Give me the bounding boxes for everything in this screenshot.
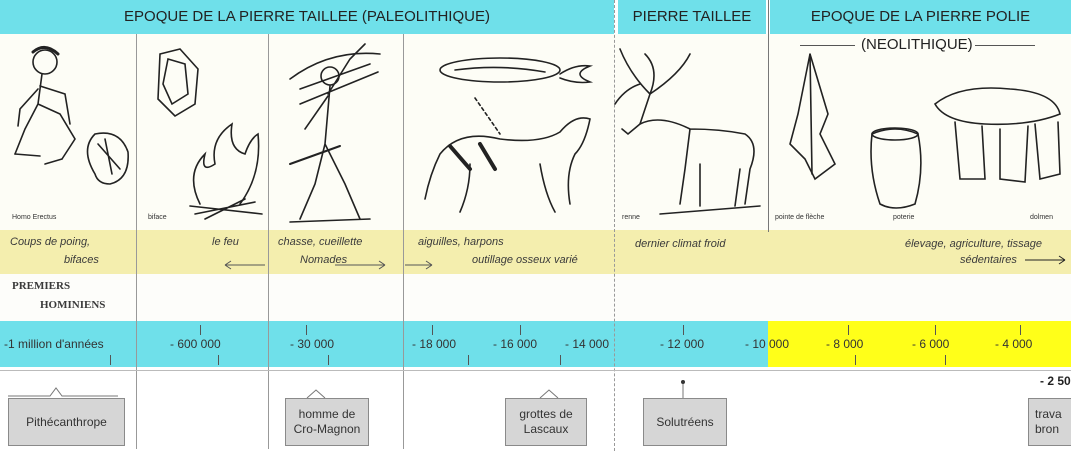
event-pithecanthrope-label: Pithécanthrope: [26, 415, 107, 430]
pointer-pithecanthrope: [8, 388, 118, 396]
event-pointers: [0, 378, 1071, 400]
arrow-left-icon: [225, 261, 265, 269]
caption-dolmen: dolmen: [1030, 214, 1053, 221]
tick-mark: [432, 325, 433, 335]
event-row-top: [0, 370, 1071, 371]
tick-mark: [328, 355, 329, 365]
timeline-tick-0: - 600 000: [170, 337, 221, 351]
event-cromagnon-line1: homme de: [299, 407, 356, 422]
tick-mark: [848, 325, 849, 335]
caption-biface: biface: [148, 214, 167, 221]
timeline-bar-cyan: [0, 321, 768, 367]
event-lascaux-line2: Lascaux: [524, 422, 569, 437]
homo-erectus-illustration: [15, 47, 75, 164]
event-cromagnon: homme de Cro-Magnon: [285, 398, 369, 446]
event-solutreens: Solutréens: [643, 398, 727, 446]
timeline-tick-9: - 4 000: [995, 337, 1032, 351]
pointer-cromagnon: [307, 390, 325, 398]
caption-poterie: poterie: [893, 214, 914, 221]
marker-dot-icon: [681, 380, 685, 384]
header-pierre-taillee: PIERRE TAILLEE: [618, 0, 766, 34]
event-travail-line1: trava: [1035, 407, 1062, 422]
timeline-tick-3: - 16 000: [493, 337, 537, 351]
dolmen-icon: [935, 88, 1060, 182]
tick-mark: [110, 355, 111, 365]
cave-art-horse-illustration: [425, 58, 590, 212]
hominiens-line1: PREMIERS: [12, 280, 70, 292]
arrow-right-icon-3: [1025, 256, 1065, 264]
pointer-lascaux: [540, 390, 558, 398]
tick-mark: [306, 325, 307, 335]
tick-mark: [935, 325, 936, 335]
biface-stone-icon: [158, 49, 198, 116]
timeline-tick-2: - 18 000: [412, 337, 456, 351]
event-lascaux-line1: grottes de: [519, 407, 572, 422]
header-pierre-polie: EPOQUE DE LA PIERRE POLIE: [770, 0, 1071, 34]
timeline-tick-7: - 8 000: [826, 337, 863, 351]
event-travail-bronze: trava bron: [1028, 398, 1071, 446]
timeline-tick-1: - 30 000: [290, 337, 334, 351]
tick-mark: [520, 325, 521, 335]
tick-mark: [560, 355, 561, 365]
caption-homo-erectus: Homo Erectus: [12, 214, 56, 221]
timeline-tick-5: - 12 000: [660, 337, 704, 351]
caption-renne: renne: [622, 214, 640, 221]
timeline-tick-6: - 10 000: [745, 337, 789, 351]
tick-mark: [200, 325, 201, 335]
tick-mark: [468, 355, 469, 365]
band-arrows: [0, 230, 1071, 274]
timeline-label: -1 million d'années: [4, 337, 104, 351]
arrow-right-icon: [335, 261, 385, 269]
tick-mark: [855, 355, 856, 365]
event-solutreens-label: Solutréens: [656, 415, 713, 430]
tick-mark: [683, 325, 684, 335]
era-divider-2: [768, 0, 769, 232]
event-travail-line2: bron: [1035, 422, 1059, 437]
hominiens-row: [0, 274, 1071, 321]
reindeer-illustration: [615, 49, 760, 214]
hunter-illustration: [290, 44, 380, 222]
timeline-tick-8: - 6 000: [912, 337, 949, 351]
arrowhead-icon: [790, 54, 835, 179]
arrow-right-icon-2: [405, 261, 432, 269]
biface-stone-icon-2: [88, 133, 129, 184]
header-paleolithique: EPOQUE DE LA PIERRE TAILLEE (PALEOLITHIQ…: [0, 0, 614, 34]
event-lascaux: grottes de Lascaux: [505, 398, 587, 446]
hominiens-line2: HOMINIENS: [40, 299, 105, 311]
event-extra-date: - 2 50: [1040, 374, 1071, 388]
tick-mark: [1020, 325, 1021, 335]
timeline-tick-4: - 14 000: [565, 337, 609, 351]
campfire-icon: [190, 124, 262, 219]
event-cromagnon-line2: Cro-Magnon: [294, 422, 361, 437]
illustrations: [0, 34, 1071, 230]
tick-mark: [218, 355, 219, 365]
event-pithecanthrope: Pithécanthrope: [8, 398, 125, 446]
tick-mark: [945, 355, 946, 365]
caption-pointe: pointe de flèche: [775, 214, 824, 221]
pottery-icon: [871, 128, 921, 208]
